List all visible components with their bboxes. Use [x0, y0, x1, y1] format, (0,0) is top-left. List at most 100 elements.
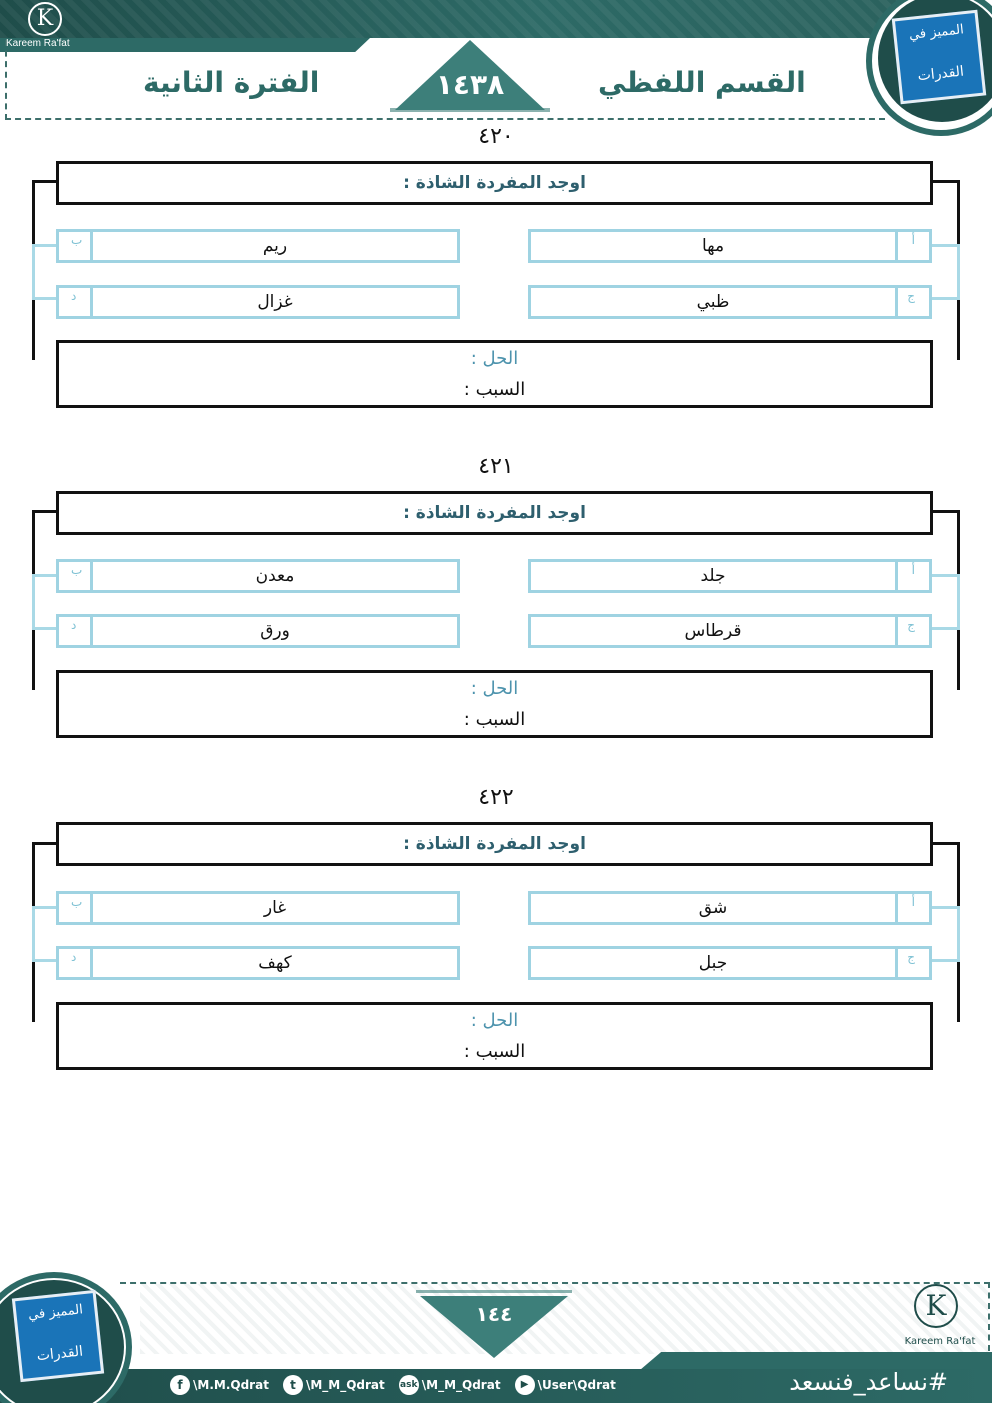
- option-a[interactable]: جلد أ: [528, 559, 932, 593]
- social-ask[interactable]: ask \M_M_Qdrat: [398, 1375, 501, 1395]
- option-c-text: ظبي: [696, 292, 730, 312]
- book-logo-icon: المميز في القدرات: [891, 9, 987, 105]
- left-options-bracket: [32, 244, 60, 300]
- footer-dashed-frame: [120, 1282, 990, 1372]
- footer-band: [0, 1369, 992, 1403]
- option-b-letter-cell: ب: [59, 894, 93, 922]
- facebook-icon: f: [170, 1375, 190, 1395]
- question-prompt: اوجد المفردة الشاذة :: [403, 834, 586, 854]
- footer-signature-name: Kareem Ra'fat: [904, 1336, 976, 1347]
- left-options-bracket: [32, 574, 60, 630]
- option-b[interactable]: ب ريم: [56, 229, 460, 263]
- footer-hashtag: #نساعد_فنسعد: [789, 1368, 948, 1396]
- option-c-letter: ج: [907, 289, 915, 303]
- option-d-letter: د: [71, 289, 77, 303]
- social-facebook[interactable]: f \M.M.Qdrat: [170, 1375, 269, 1395]
- header-dashed-frame: [5, 40, 885, 120]
- facebook-handle: \M.M.Qdrat: [193, 1378, 269, 1392]
- reason-label: السبب :: [463, 1041, 526, 1062]
- option-d[interactable]: د غزال: [56, 285, 460, 319]
- option-b-letter-cell: ب: [59, 562, 93, 590]
- option-d-letter-cell: د: [59, 288, 93, 316]
- option-a[interactable]: شق أ: [528, 891, 932, 925]
- signature-k-icon: K: [28, 2, 62, 36]
- question-prompt: اوجد المفردة الشاذة :: [403, 503, 586, 523]
- answer-box[interactable]: الحل : السبب :: [56, 1002, 933, 1070]
- option-c-text: جبل: [698, 953, 728, 973]
- page-number: ١٤٤: [475, 1302, 513, 1326]
- option-a-letter: أ: [911, 233, 915, 247]
- solution-label: الحل :: [470, 348, 519, 369]
- answer-box[interactable]: الحل : السبب :: [56, 340, 933, 408]
- question-number: ٤٢٢: [478, 785, 514, 810]
- social-youtube[interactable]: ▶ \User\Qdrat: [514, 1375, 616, 1395]
- right-options-bracket: [930, 574, 960, 630]
- header-band: [0, 0, 900, 38]
- option-b-text: معدن: [255, 566, 295, 586]
- footer-signature-logo: K Kareem Ra'fat: [900, 1284, 980, 1350]
- footer-logo-bottom-text: القدرات: [35, 1343, 84, 1365]
- option-a-letter-cell: أ: [895, 232, 929, 260]
- solution-label: الحل :: [470, 1010, 519, 1031]
- option-b-letter: ب: [71, 563, 83, 577]
- signature-logo: K Kareem Ra'fat: [6, 2, 86, 49]
- reason-label: السبب :: [463, 379, 526, 400]
- option-d-letter: د: [71, 950, 77, 964]
- option-a-letter-cell: أ: [895, 562, 929, 590]
- header-notch: [0, 38, 370, 52]
- right-options-bracket: [930, 244, 960, 300]
- footer-book-logo-icon: المميز في القدرات: [11, 1289, 105, 1383]
- twitter-icon: t: [282, 1375, 303, 1395]
- period-title: الفترة الثانية: [143, 66, 320, 99]
- option-b-text: غار: [263, 898, 287, 918]
- option-a-letter-cell: أ: [895, 894, 929, 922]
- question-outer-bracket: [32, 510, 960, 690]
- question-prompt-box: اوجد المفردة الشاذة :: [56, 161, 933, 205]
- option-b-letter: ب: [71, 233, 83, 247]
- question-prompt: اوجد المفردة الشاذة :: [403, 173, 586, 193]
- signature-name: Kareem Ra'fat: [6, 38, 70, 49]
- option-c-text: قرطاس: [684, 621, 742, 641]
- footer-stripes: [140, 1284, 988, 1354]
- option-d-text: غزال: [257, 292, 293, 312]
- option-b[interactable]: ب معدن: [56, 559, 460, 593]
- question-outer-bracket: [32, 842, 960, 1022]
- option-c-letter-cell: ج: [895, 288, 929, 316]
- option-a[interactable]: مها أ: [528, 229, 932, 263]
- social-links: f \M.M.Qdrat t \M_M_Qdrat ask \M_M_Qdrat…: [170, 1374, 624, 1396]
- option-a-letter: أ: [911, 563, 915, 577]
- question-number: ٤٢١: [478, 454, 514, 479]
- ask-handle: \M_M_Qdrat: [421, 1378, 501, 1392]
- youtube-handle: \User\Qdrat: [537, 1378, 616, 1392]
- option-c-letter: ج: [907, 618, 915, 632]
- option-b-letter-cell: ب: [59, 232, 93, 260]
- page-header: K Kareem Ra'fat القسم اللفظي ١٤٣٨ الفترة…: [0, 0, 992, 136]
- solution-label: الحل :: [470, 678, 519, 699]
- reason-label: السبب :: [463, 709, 526, 730]
- option-d-letter: د: [71, 618, 77, 632]
- option-a-text: مها: [701, 236, 725, 256]
- option-a-text: شق: [698, 898, 728, 918]
- option-d-text: كهف: [258, 953, 292, 973]
- logo-bottom-text: القدرات: [916, 63, 965, 85]
- answer-box[interactable]: الحل : السبب :: [56, 670, 933, 738]
- option-d[interactable]: د ورق: [56, 614, 460, 648]
- option-b[interactable]: ب غار: [56, 891, 460, 925]
- ask-icon: ask: [398, 1375, 419, 1395]
- option-b-letter: ب: [71, 895, 83, 909]
- year-underline: [390, 108, 550, 112]
- footer-signature-k-icon: K: [914, 1284, 958, 1328]
- option-a-letter: أ: [911, 895, 915, 909]
- year-label: ١٤٣٨: [435, 68, 505, 101]
- question-prompt-box: اوجد المفردة الشاذة :: [56, 822, 933, 866]
- option-d-letter-cell: د: [59, 617, 93, 645]
- option-c[interactable]: ظبي ج: [528, 285, 932, 319]
- option-c-letter: ج: [907, 950, 915, 964]
- option-c[interactable]: قرطاس ج: [528, 614, 932, 648]
- option-a-text: جلد: [700, 566, 726, 586]
- twitter-handle: \M_M_Qdrat: [305, 1378, 385, 1392]
- option-d-text: ورق: [260, 621, 290, 641]
- social-twitter[interactable]: t \M_M_Qdrat: [282, 1375, 385, 1395]
- option-c[interactable]: جبل ج: [528, 946, 932, 980]
- option-d[interactable]: د كهف: [56, 946, 460, 980]
